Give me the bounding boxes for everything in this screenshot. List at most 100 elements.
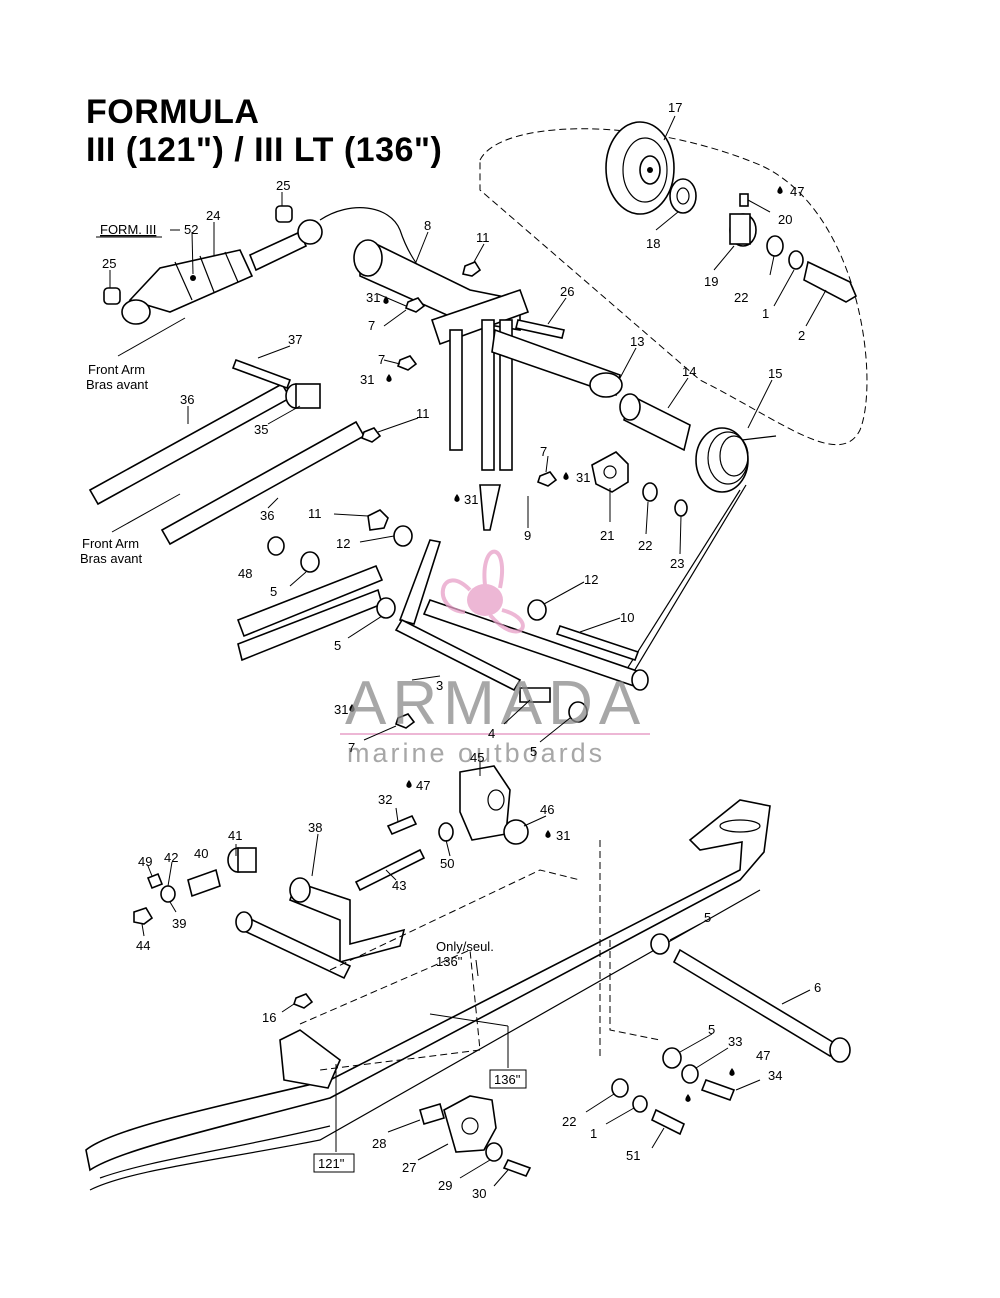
cross-shaft-38	[235, 877, 406, 980]
torsion-spring-15	[619, 427, 777, 684]
leader-lines	[96, 115, 827, 1187]
rear-arm-8	[353, 239, 623, 471]
ref-line-c	[329, 869, 581, 971]
arrow-front-arm-2	[111, 493, 181, 533]
bracket-45	[459, 765, 511, 841]
callout-52: 52	[184, 222, 198, 237]
nut-7-a	[405, 297, 426, 313]
callout-28: 28	[372, 1136, 386, 1151]
callout-50: 50	[440, 856, 454, 871]
washer-5-a	[300, 551, 320, 573]
stopper-40	[187, 868, 221, 898]
grease-drop-47-mid	[406, 780, 412, 788]
callout-51: 51	[626, 1148, 640, 1163]
nut-49	[146, 872, 164, 890]
spacer-14	[619, 393, 691, 452]
callout-16: 16	[262, 1010, 276, 1025]
box-121: 121"	[318, 1156, 345, 1171]
washer-29	[485, 1142, 503, 1162]
nut-11-mid	[361, 427, 382, 443]
callout-7-d: 7	[348, 740, 355, 755]
callout-26: 26	[560, 284, 574, 299]
callout-41: 41	[228, 828, 242, 843]
callout-31-a: 31	[366, 290, 380, 305]
washer-12-b	[527, 599, 547, 621]
note-front-arm-1-fr: Bras avant	[86, 377, 149, 392]
circlip-23	[674, 499, 688, 517]
callout-34: 34	[768, 1068, 782, 1083]
callout-37: 37	[288, 332, 302, 347]
idler-wheel-17	[605, 121, 675, 215]
callout-43: 43	[392, 878, 406, 893]
nut-16	[293, 993, 314, 1009]
callout-4: 4	[488, 726, 495, 741]
callout-42: 42	[164, 850, 178, 865]
box-136: 136"	[494, 1072, 521, 1087]
washer-5-c	[568, 701, 588, 723]
callout-47-low: 47	[756, 1048, 770, 1063]
nut-48	[267, 536, 285, 556]
washer-5-d	[650, 933, 670, 955]
callout-5-a: 5	[270, 584, 277, 599]
bolt-2	[803, 260, 858, 303]
rear-link-3	[394, 539, 522, 692]
callout-18: 18	[646, 236, 660, 251]
grease-drop-47-top	[777, 186, 783, 194]
arrow-front-arm-1	[117, 317, 186, 357]
shaft-10	[422, 599, 649, 691]
spacer-19	[729, 213, 757, 247]
grease-drop-low-b	[685, 1094, 691, 1102]
washer-39	[160, 885, 176, 903]
stopper-27	[443, 1095, 497, 1153]
callout-15: 15	[768, 366, 782, 381]
diagram-title-line1: FORMULA	[86, 93, 260, 131]
callout-1-top: 1	[762, 306, 769, 321]
callout-31-f: 31	[556, 828, 570, 843]
callout-8: 8	[424, 218, 431, 233]
bushing-41	[227, 847, 257, 873]
callout-39: 39	[172, 916, 186, 931]
callout-36-top: 36	[180, 392, 194, 407]
callout-12-b: 12	[584, 572, 598, 587]
callout-11-top: 11	[476, 230, 490, 245]
washer-1	[788, 250, 804, 270]
shock-absorber-24	[121, 219, 323, 325]
watermark-tagline: marine outboards	[347, 738, 605, 768]
callout-7-b: 7	[378, 352, 385, 367]
watermark-brand: ARMADA	[345, 669, 646, 738]
bolt-6-head	[829, 1037, 851, 1063]
grease-drop-31-d	[563, 472, 569, 480]
callout-49: 49	[138, 854, 152, 869]
callout-12-a: 12	[336, 536, 350, 551]
callout-numbers: 17 18 19 20 47 22 1 2 25 24 52 25 8 11 2…	[102, 100, 821, 1201]
box-136-frame	[489, 1069, 527, 1089]
note-front-arm-2-en: Front Arm	[82, 536, 139, 551]
nut-11-top	[462, 261, 482, 277]
callout-47-mid: 47	[416, 778, 430, 793]
callout-36-bottom: 36	[260, 508, 274, 523]
callout-23: 23	[670, 556, 684, 571]
callout-40: 40	[194, 846, 208, 861]
washer-22-mid	[642, 482, 658, 502]
callout-14: 14	[682, 364, 696, 379]
adjuster-cam-21	[591, 451, 629, 493]
bushing-25-bottom	[103, 287, 121, 305]
bolt-6	[672, 948, 838, 1058]
axle-35	[285, 383, 321, 409]
slide-rail-main	[85, 799, 771, 1191]
bolt-26	[515, 319, 565, 339]
washer-5-b	[376, 597, 396, 619]
callout-5-c: 5	[530, 744, 537, 759]
box-121-frame	[313, 1153, 355, 1173]
bearing-18	[669, 178, 697, 214]
bushing-46	[503, 819, 529, 845]
nut-7-c	[537, 471, 558, 487]
bolt-10	[555, 624, 640, 662]
callout-38: 38	[308, 820, 322, 835]
note-form-iii: FORM. III	[100, 222, 156, 237]
slide-rail-upper-section	[236, 564, 384, 662]
grease-drop-31-e	[454, 494, 460, 502]
callout-22-mid: 22	[638, 538, 652, 553]
callout-46: 46	[540, 802, 554, 817]
